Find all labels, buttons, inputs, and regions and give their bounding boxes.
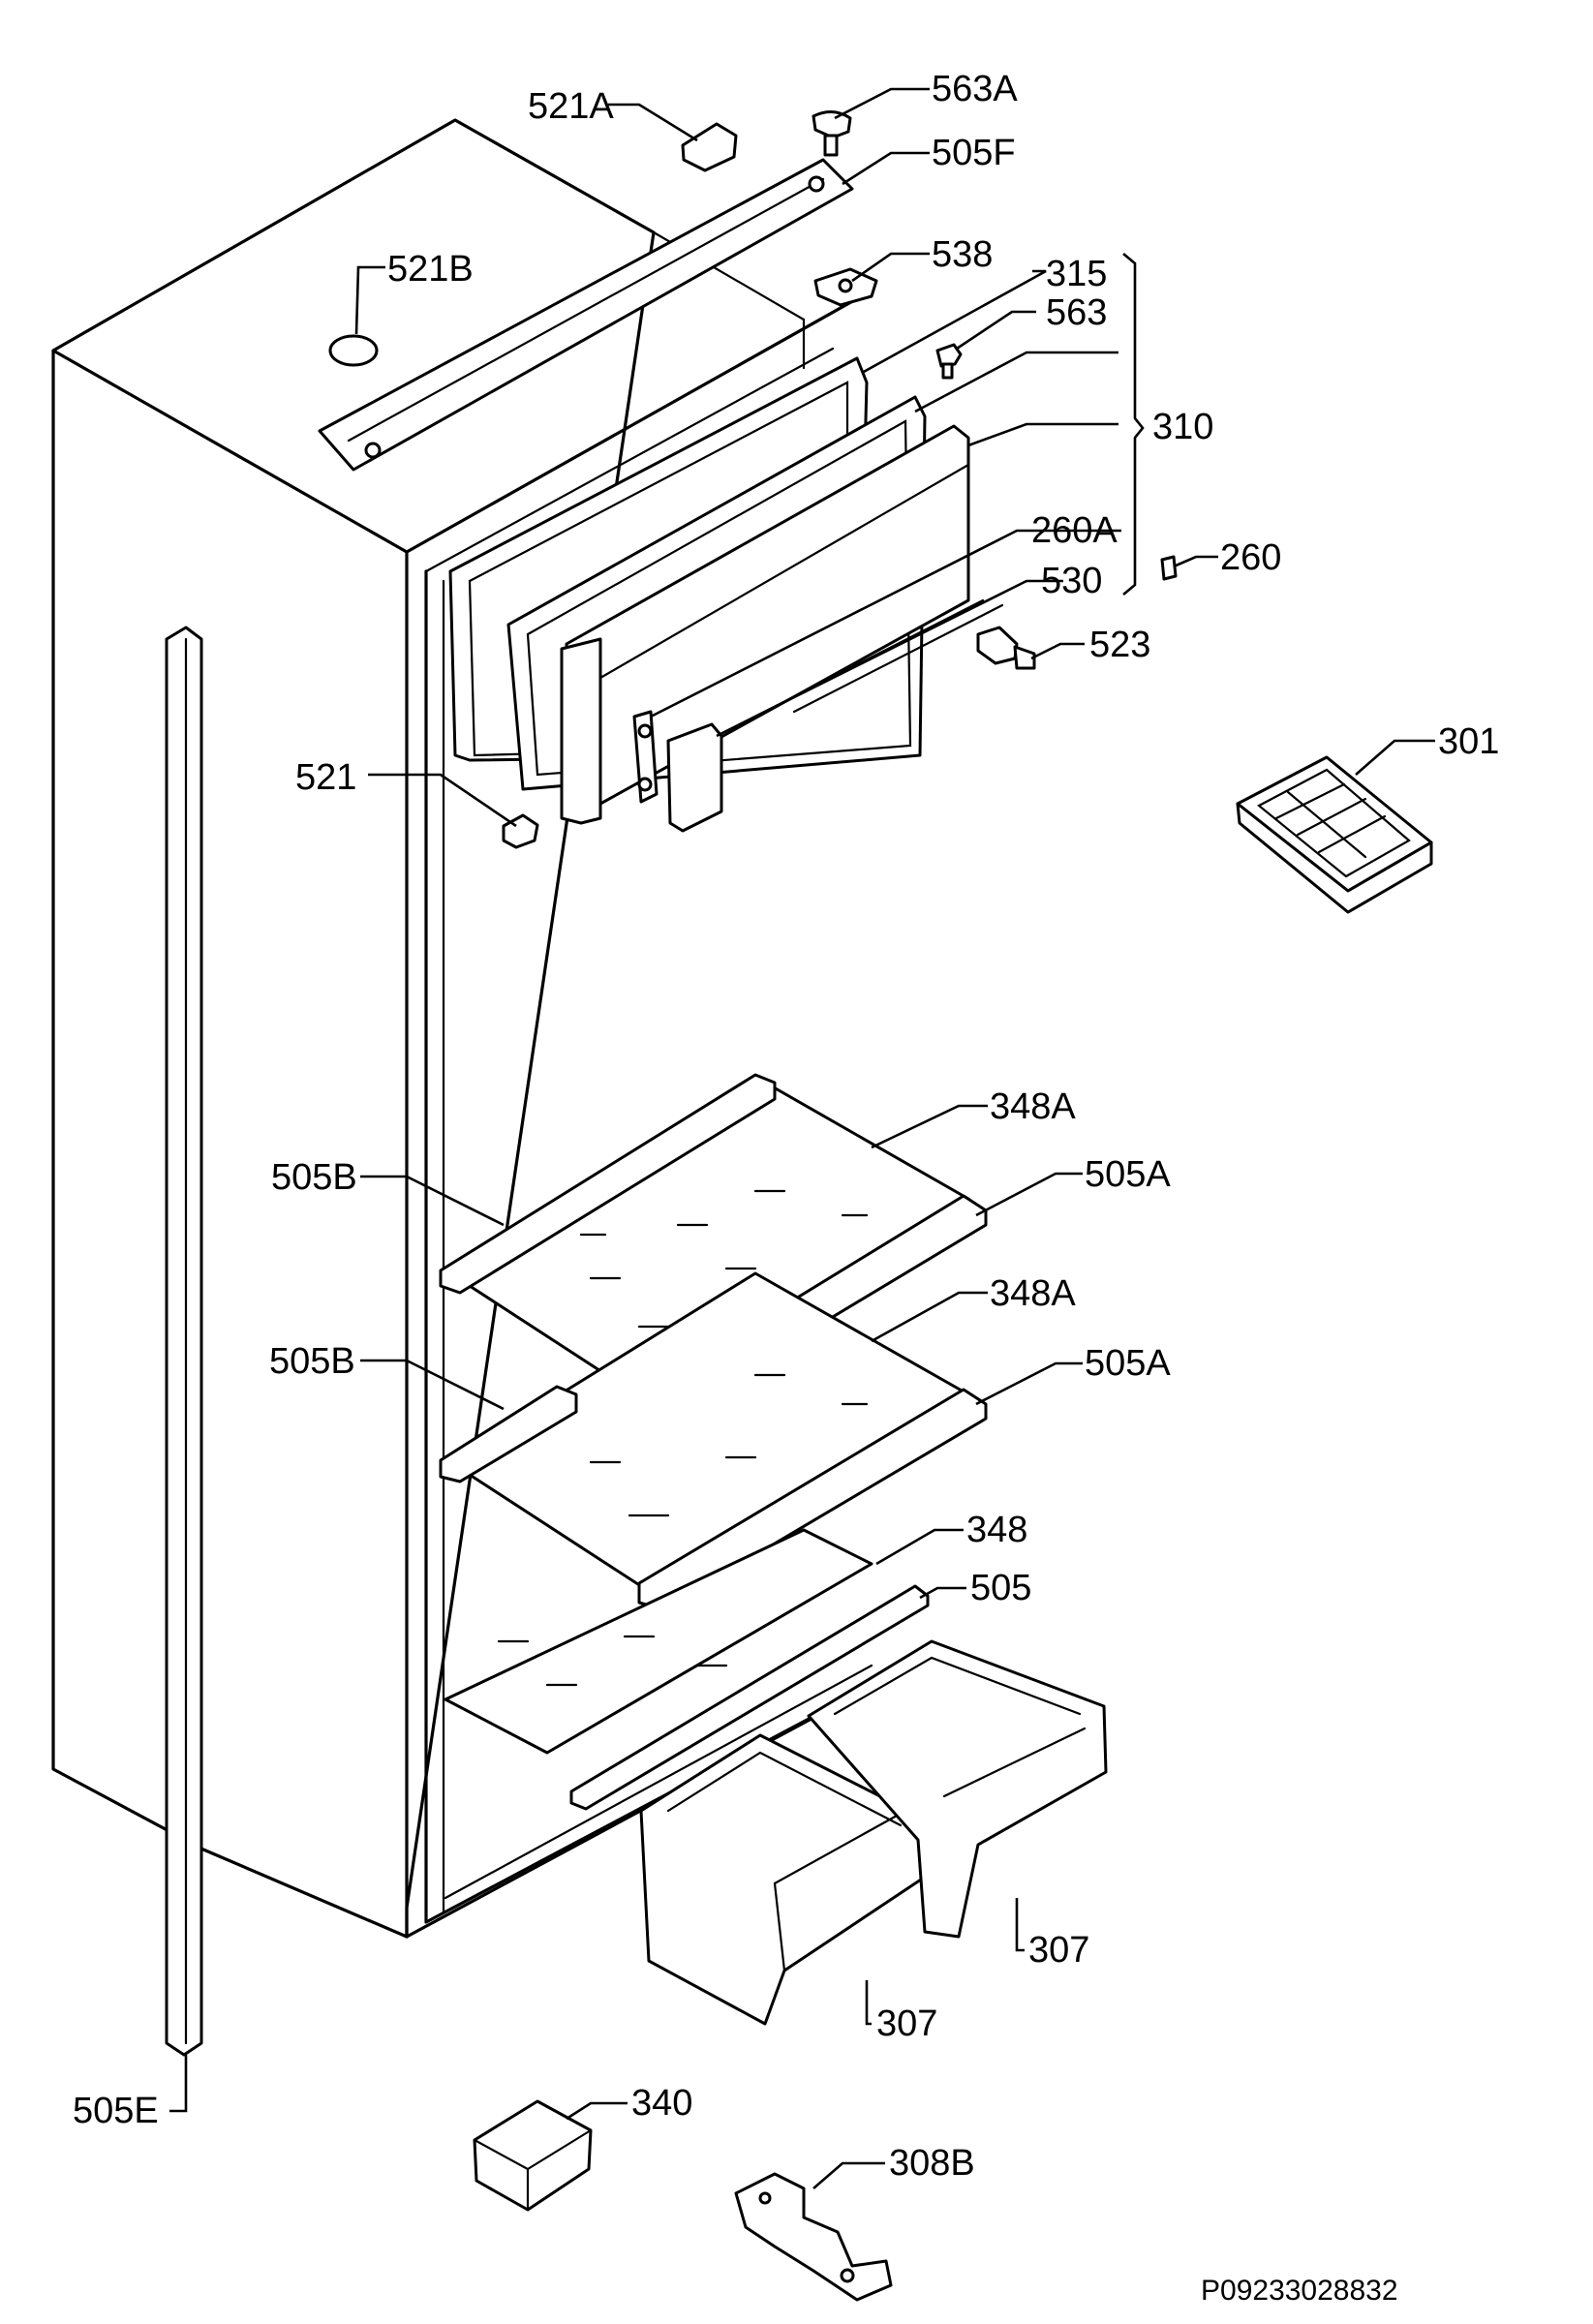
top-trim-505f (318, 158, 854, 472)
label-521a: 521A (528, 86, 614, 127)
label-260a: 260A (1031, 510, 1118, 551)
label-348a-top: 348A (990, 1086, 1076, 1127)
cap-521b (328, 334, 379, 367)
label-260: 260 (1220, 537, 1281, 578)
crisper-bin-left (639, 1733, 932, 2026)
label-307-right: 307 (1028, 1930, 1089, 1971)
ice-tray-301 (1236, 755, 1433, 914)
document-id: P09233028832 (1201, 2275, 1398, 2307)
glass-shelf-2 (439, 1271, 988, 1611)
screw-563 (935, 343, 963, 380)
label-340: 340 (631, 2083, 692, 2124)
label-315: 315 (1046, 254, 1107, 294)
freezer-door-assembly-310 (448, 356, 1004, 833)
label-530: 530 (1041, 561, 1102, 601)
label-505b-middle: 505B (269, 1341, 355, 1382)
clip-260 (1160, 555, 1178, 581)
label-563a: 563A (932, 69, 1018, 109)
cap-521a (681, 122, 738, 172)
cabinet-body (51, 118, 912, 1939)
bracket-538 (813, 267, 878, 307)
gasket-strip-505e (165, 626, 203, 2057)
hinge-plate-308b (734, 2172, 893, 2302)
label-505a-middle: 505A (1085, 1343, 1171, 1384)
label-521b: 521B (387, 249, 474, 290)
screw-563a (812, 110, 852, 157)
bracket-523 (976, 626, 1036, 670)
label-308b: 308B (889, 2143, 975, 2184)
label-505b-top: 505B (271, 1157, 357, 1198)
label-307-left: 307 (876, 2003, 937, 2044)
label-538: 538 (932, 234, 993, 275)
label-310: 310 (1152, 407, 1213, 447)
label-523: 523 (1089, 625, 1150, 665)
label-505f: 505F (932, 133, 1016, 173)
glass-shelf-bottom (444, 1528, 930, 1811)
label-348: 348 (966, 1510, 1027, 1550)
block-340 (473, 2099, 593, 2212)
label-348a-middle: 348A (990, 1273, 1076, 1314)
label-521: 521 (295, 757, 356, 798)
callout-labels: 521A 563A 505F 521B 538 315 563 310 260A… (73, 69, 1499, 2184)
label-301: 301 (1438, 721, 1499, 762)
label-505e: 505E (73, 2091, 159, 2131)
label-563: 563 (1046, 292, 1107, 333)
leader-lines (169, 87, 1435, 2189)
label-505: 505 (970, 1568, 1031, 1608)
crisper-bin-right (807, 1639, 1108, 1939)
label-505a-top: 505A (1085, 1154, 1171, 1195)
